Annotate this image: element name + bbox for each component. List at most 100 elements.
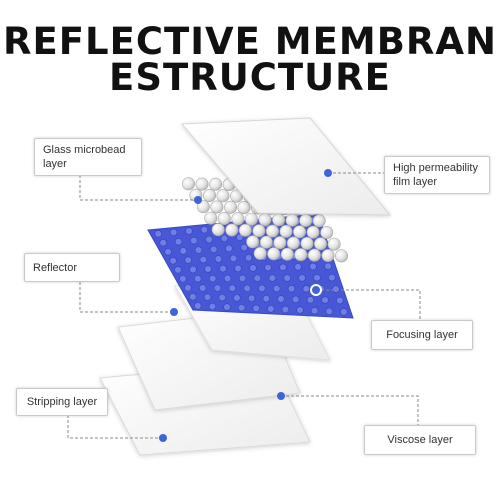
reflector-dot <box>239 275 246 282</box>
reflector-dot <box>235 265 242 272</box>
glass-microbead <box>259 213 271 225</box>
glass-microbead <box>260 236 272 248</box>
reflector-dot <box>245 254 252 261</box>
reflector-dot <box>190 237 197 244</box>
glass-microbead <box>301 237 313 249</box>
glass-microbead <box>247 236 259 248</box>
reflector-dot <box>180 248 187 255</box>
glass-microbead <box>232 213 244 225</box>
reflector-dot <box>199 285 206 292</box>
reflector-dot <box>269 275 276 282</box>
reflector-dot <box>267 306 274 313</box>
label-stripping: Stripping layer <box>16 388 108 416</box>
glass-microbead <box>280 225 292 237</box>
reflector-dot <box>311 307 318 314</box>
reflector-dot <box>224 304 231 311</box>
glass-microbead <box>293 226 305 238</box>
reflector-dot <box>284 275 291 282</box>
glass-microbead <box>328 238 340 250</box>
glass-microbead <box>196 178 208 190</box>
glass-microbead <box>272 214 284 226</box>
label-viscose: Viscose layer <box>364 425 476 455</box>
reflector-dot <box>263 295 270 302</box>
reflector-dot <box>229 285 236 292</box>
label-glass-microbead: Glass microbead layer <box>34 138 142 176</box>
reflector-dot <box>221 235 228 242</box>
glass-microbead <box>286 214 298 226</box>
glass-microbead <box>314 238 326 250</box>
marker-stripping <box>159 434 167 442</box>
reflector-dot <box>209 303 216 310</box>
label-stripping-text: Stripping layer <box>27 395 97 409</box>
marker-glass-microbead <box>194 196 202 204</box>
reflector-dot <box>204 294 211 301</box>
reflector-dot <box>250 265 257 272</box>
reflector-dot <box>170 229 177 236</box>
glass-microbead <box>308 249 320 261</box>
reflector-dot <box>224 275 231 282</box>
reflector-dot <box>288 285 295 292</box>
glass-microbead <box>238 201 250 213</box>
glass-microbead <box>266 225 278 237</box>
glass-microbead <box>226 224 238 236</box>
label-focusing: Focusing layer <box>371 320 473 350</box>
label-glass-microbead-text: Glass microbead layer <box>43 143 133 171</box>
reflector-dot <box>194 275 201 282</box>
reflector-dot <box>307 296 314 303</box>
reflector-dot <box>201 226 208 233</box>
glass-microbead <box>300 214 312 226</box>
reflector-dot <box>295 264 302 271</box>
reflector-dot <box>292 296 299 303</box>
reflector-dot <box>241 244 248 251</box>
glass-microbead <box>203 189 215 201</box>
glass-microbead <box>217 190 229 202</box>
reflector-dot <box>265 264 272 271</box>
label-focusing-text: Focusing layer <box>386 328 458 342</box>
glass-microbead <box>253 225 265 237</box>
leader-line-reflector <box>80 282 174 312</box>
reflector-dot <box>259 285 266 292</box>
reflector-dot <box>170 257 177 264</box>
reflector-dot <box>155 230 162 237</box>
reflector-dot <box>244 285 251 292</box>
glass-microbead <box>281 248 293 260</box>
reflector-dot <box>206 236 213 243</box>
reflector-dot <box>180 275 187 282</box>
reflector-dot <box>253 305 260 312</box>
reflector-dot <box>195 247 202 254</box>
reflector-dot <box>220 265 227 272</box>
glass-microbead <box>335 250 347 262</box>
leader-line-viscose <box>281 396 418 425</box>
reflector-dot <box>210 246 217 253</box>
reflector-dot <box>282 306 289 313</box>
reflector-dot <box>325 263 332 270</box>
reflector-dot <box>340 309 347 316</box>
reflector-dot <box>230 255 237 262</box>
reflector-dot <box>190 266 197 273</box>
glass-microbead <box>268 248 280 260</box>
label-high-permeability-text: High permeability film layer <box>393 161 481 189</box>
glass-microbead <box>224 201 236 213</box>
reflector-dot <box>303 285 310 292</box>
reflector-dot <box>333 286 340 293</box>
reflector-dot <box>336 297 343 304</box>
marker-high-permeability <box>324 169 332 177</box>
glass-microbead <box>313 215 325 227</box>
glass-microbead <box>209 178 221 190</box>
reflector-dot <box>234 295 241 302</box>
glass-microbead <box>239 224 251 236</box>
glass-microbead <box>321 226 333 238</box>
glass-microbead <box>254 247 266 259</box>
glass-microbead <box>295 248 307 260</box>
glass-microbead <box>218 212 230 224</box>
leader-line-glass-microbead <box>80 175 198 200</box>
marker-viscose <box>277 392 285 400</box>
label-reflector: Reflector <box>24 253 120 282</box>
reflector-dot <box>329 274 336 281</box>
reflector-dot <box>273 285 280 292</box>
reflector-dot <box>248 295 255 302</box>
reflector-dot <box>209 275 216 282</box>
reflector-dot <box>278 296 285 303</box>
glass-microbead <box>274 236 286 248</box>
glass-microbead <box>307 226 319 238</box>
